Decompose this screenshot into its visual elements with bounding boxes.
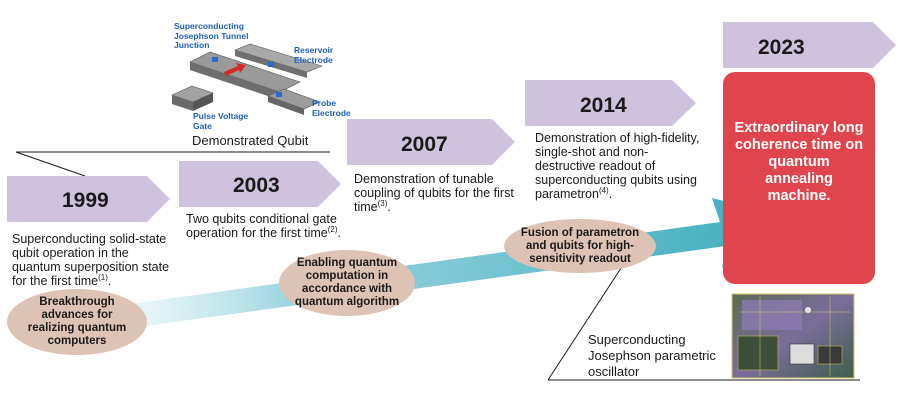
final-milestone-text: Extraordinary long coherence time on qua… — [734, 120, 864, 204]
oscillator-caption: Superconducting Josephson parametric osc… — [588, 332, 716, 379]
oval-text-breakthrough: Breakthrough advances for realizing quan… — [27, 296, 127, 347]
oval-parametron-fusion — [504, 219, 656, 273]
year-arrow-1999: 1999 — [7, 176, 170, 222]
oval-text-quantum-algorithm: Enabling quantum computation in accordan… — [294, 257, 400, 308]
year-label: 2003 — [233, 174, 280, 197]
progress-trend-arrow — [30, 198, 760, 335]
year-label: 1999 — [62, 189, 109, 212]
milestone-desc-1999: Superconducting solid-state qubit operat… — [12, 232, 170, 288]
year-arrow-2007: 2007 — [347, 119, 515, 165]
year-label: 2014 — [580, 94, 627, 117]
chip-photo — [731, 293, 855, 379]
year-arrow-2023: 2023 — [723, 22, 896, 68]
milestone-desc-2007: Demonstration of tunable coupling of qub… — [354, 172, 514, 214]
milestone-desc-2014: Demonstration of high-fidelity, single-s… — [535, 131, 700, 201]
leader-lines — [15, 151, 860, 381]
oval-quantum-algorithm — [279, 250, 415, 316]
milestone-desc-2003: Two qubits conditional gate operation fo… — [186, 212, 341, 240]
year-label: 2023 — [758, 36, 805, 59]
label-reservoir: Reservoir Electrode — [294, 45, 334, 65]
year-label: 2007 — [401, 133, 448, 156]
qubit-device-illustration — [171, 43, 323, 115]
label-probe: Probe Electrode — [312, 98, 351, 118]
final-milestone-box — [723, 72, 875, 284]
label-junction: Superconducting Josephson Tunnel Junctio… — [174, 21, 249, 50]
oval-text-parametron-fusion: Fusion of parametron and qubits for high… — [520, 226, 640, 265]
label-pulse: Pulse Voltage Gate — [193, 111, 249, 131]
year-arrow-2014: 2014 — [525, 80, 696, 126]
qubit-caption: Demonstrated Qubit — [192, 133, 309, 148]
year-arrow-2003: 2003 — [179, 161, 341, 207]
oval-breakthrough — [7, 289, 147, 355]
